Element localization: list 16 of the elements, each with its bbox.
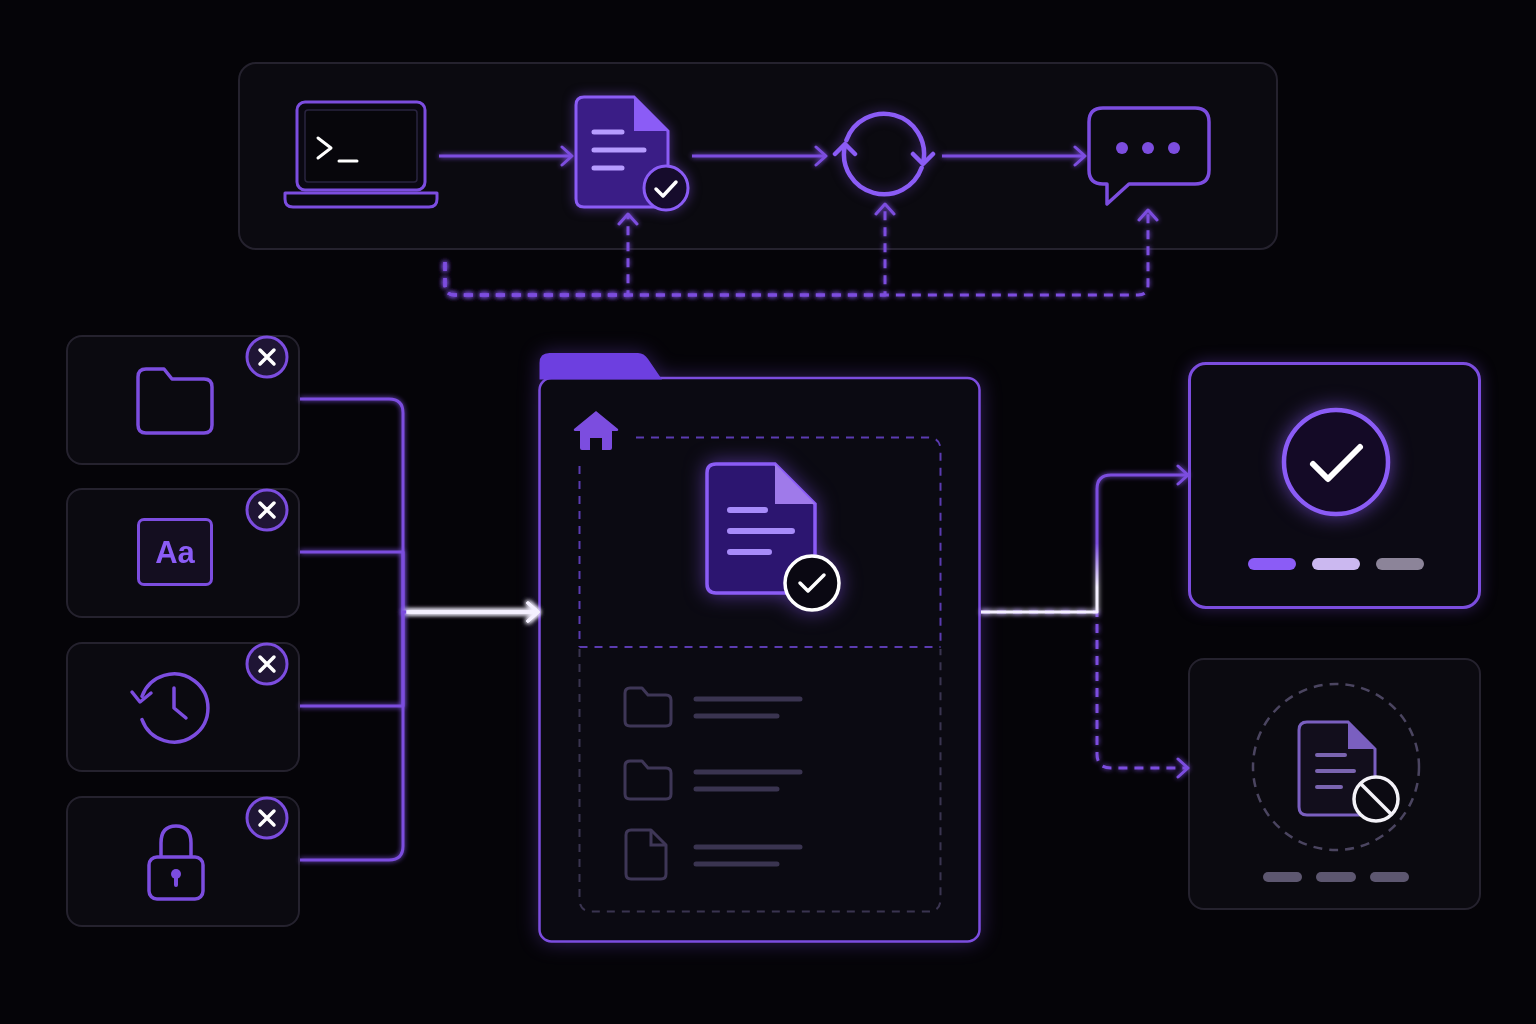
- arrow: [439, 145, 574, 167]
- history-card: [66, 642, 300, 772]
- arrow: [692, 145, 828, 167]
- arrow: [300, 601, 540, 862]
- dashed-arrow: [443, 208, 1159, 297]
- font-sample-label: Aa: [137, 518, 213, 586]
- folder-card: [66, 335, 300, 465]
- blocked-card: [1188, 658, 1481, 910]
- pipeline-panel: [238, 62, 1278, 250]
- lock-card: [66, 796, 300, 927]
- arrow: [942, 145, 1087, 167]
- font-card: [66, 488, 300, 618]
- arrow: [981, 464, 1190, 614]
- success-card: [1188, 362, 1481, 609]
- document-check-icon: [572, 94, 692, 214]
- terminal-laptop-icon: [283, 98, 439, 210]
